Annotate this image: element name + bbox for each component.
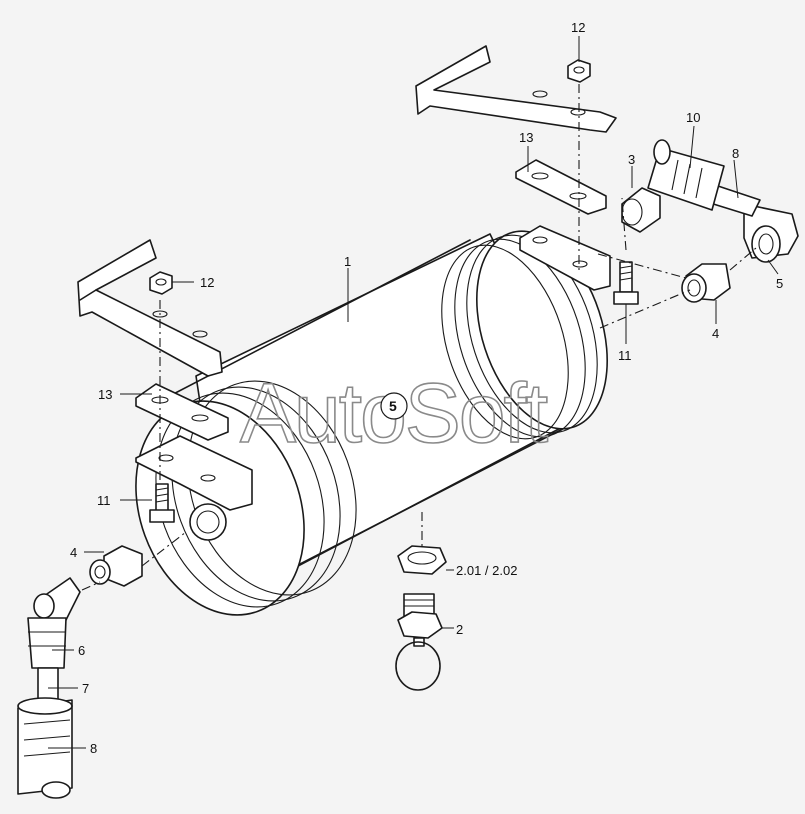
callout-12-top: 12 [571,20,585,35]
callout-13-front: 13 [98,387,112,402]
elbow-6-front [33,577,81,621]
fitting-4-rear [681,263,731,303]
hose-7-front [27,617,67,709]
badge-circle [380,392,408,420]
sleeve-10 [647,139,725,211]
callout-2: 2 [456,622,463,637]
alignment-lines [81,84,757,591]
callout-6: 6 [78,643,85,658]
bolt-11-right [613,261,639,305]
callout-11-left: 11 [97,493,111,508]
rear-saddle [519,225,611,291]
callout-5-rear: 5 [776,276,783,291]
callout-2-01-2-02: 2.01 / 2.02 [456,563,517,578]
front-bracket [77,239,223,377]
badge-number: 5 [389,398,397,414]
bolt-11-left [149,483,175,523]
drain-valve-2 [395,593,443,691]
nut-12-left [149,271,173,295]
callout-7: 7 [82,681,89,696]
nut-12-top [567,59,591,83]
sleeve-8-front [17,697,73,799]
callout-11-right: 11 [618,348,632,363]
elbow-5-rear [743,203,799,263]
callout-12-left: 12 [200,275,214,290]
callout-8-rear: 8 [732,146,739,161]
callout-1: 1 [344,254,351,269]
rear-bracket [415,45,617,133]
callout-4-front: 4 [70,545,77,560]
nut-2-01 [397,545,447,575]
callout-10: 10 [686,110,700,125]
front-saddle [135,435,253,511]
callout-3: 3 [628,152,635,167]
callout-4-rear: 4 [712,326,719,341]
fitting-4-front [89,545,143,587]
leader-lines [48,36,779,749]
callout-13-rear: 13 [519,130,533,145]
callout-8-front: 8 [90,741,97,756]
rear-strap-13 [515,159,607,215]
fitting-3 [621,187,661,233]
